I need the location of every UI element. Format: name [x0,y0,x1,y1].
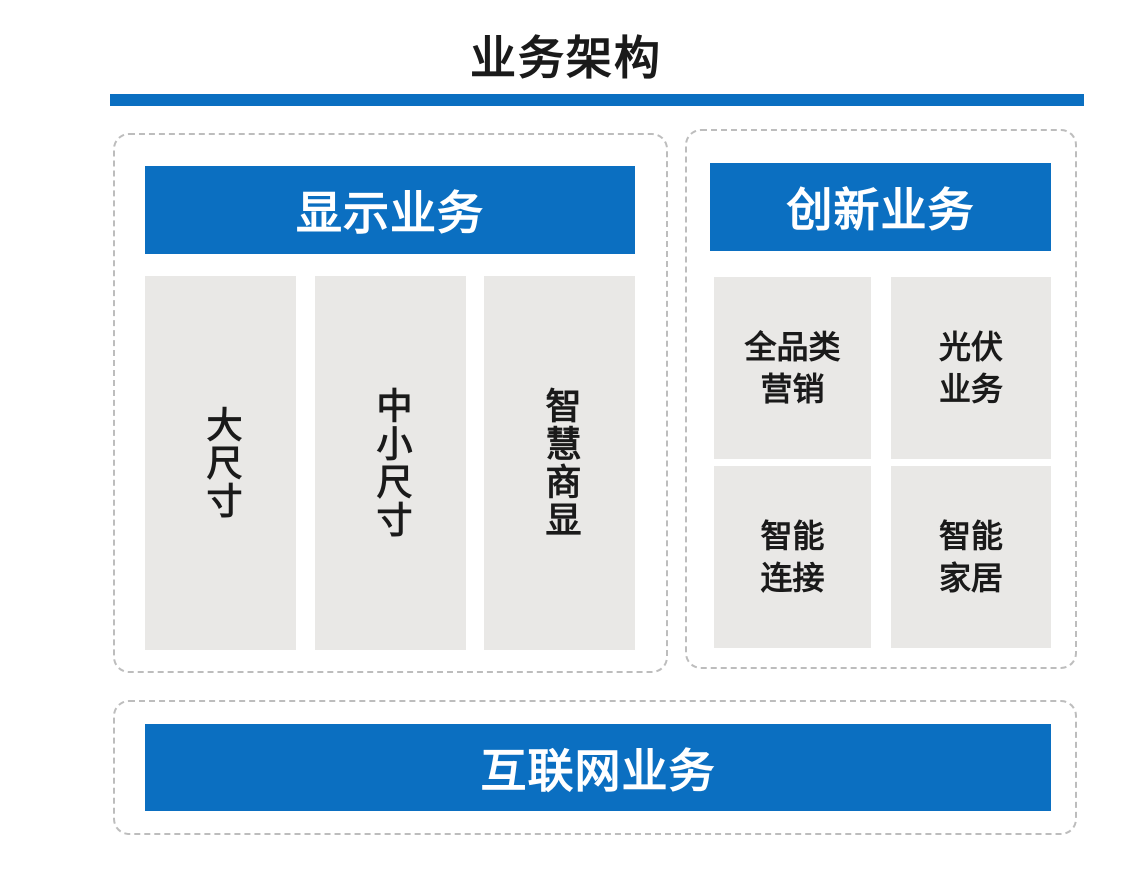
innovation-business-header: 创新业务 [710,163,1051,251]
innovation-item-line: 连接 [760,559,825,597]
innovation-item-line: 业务 [938,370,1003,408]
innovation-item-full-category-marketing: 全品类 营销 [714,277,871,459]
display-business-header: 显示业务 [145,166,635,254]
display-item-smart-commercial-display: 智慧商显 [484,276,635,650]
display-item-label: 大尺寸 [200,406,242,520]
display-item-large-size: 大尺寸 [145,276,296,650]
display-business-group [113,133,668,673]
innovation-item-line: 全品类 [744,328,841,366]
display-item-label: 智慧商显 [539,387,581,539]
internet-business-header: 互联网业务 [145,724,1051,811]
innovation-item-smart-home: 智能 家居 [891,466,1051,648]
innovation-item-line: 家居 [938,559,1003,597]
innovation-item-line: 智能 [760,517,825,555]
internet-business-group [113,700,1077,835]
innovation-item-line: 营销 [760,370,825,408]
innovation-item-line: 光伏 [938,328,1003,366]
innovation-business-group [685,129,1077,669]
innovation-item-line: 智能 [938,517,1003,555]
innovation-item-photovoltaic-business: 光伏 业务 [891,277,1051,459]
page-title: 业务架构 [470,31,662,85]
display-item-small-medium-size: 中小尺寸 [315,276,466,650]
title-divider [110,94,1084,106]
innovation-item-smart-connection: 智能 连接 [714,466,871,648]
display-item-label: 中小尺寸 [370,387,412,539]
